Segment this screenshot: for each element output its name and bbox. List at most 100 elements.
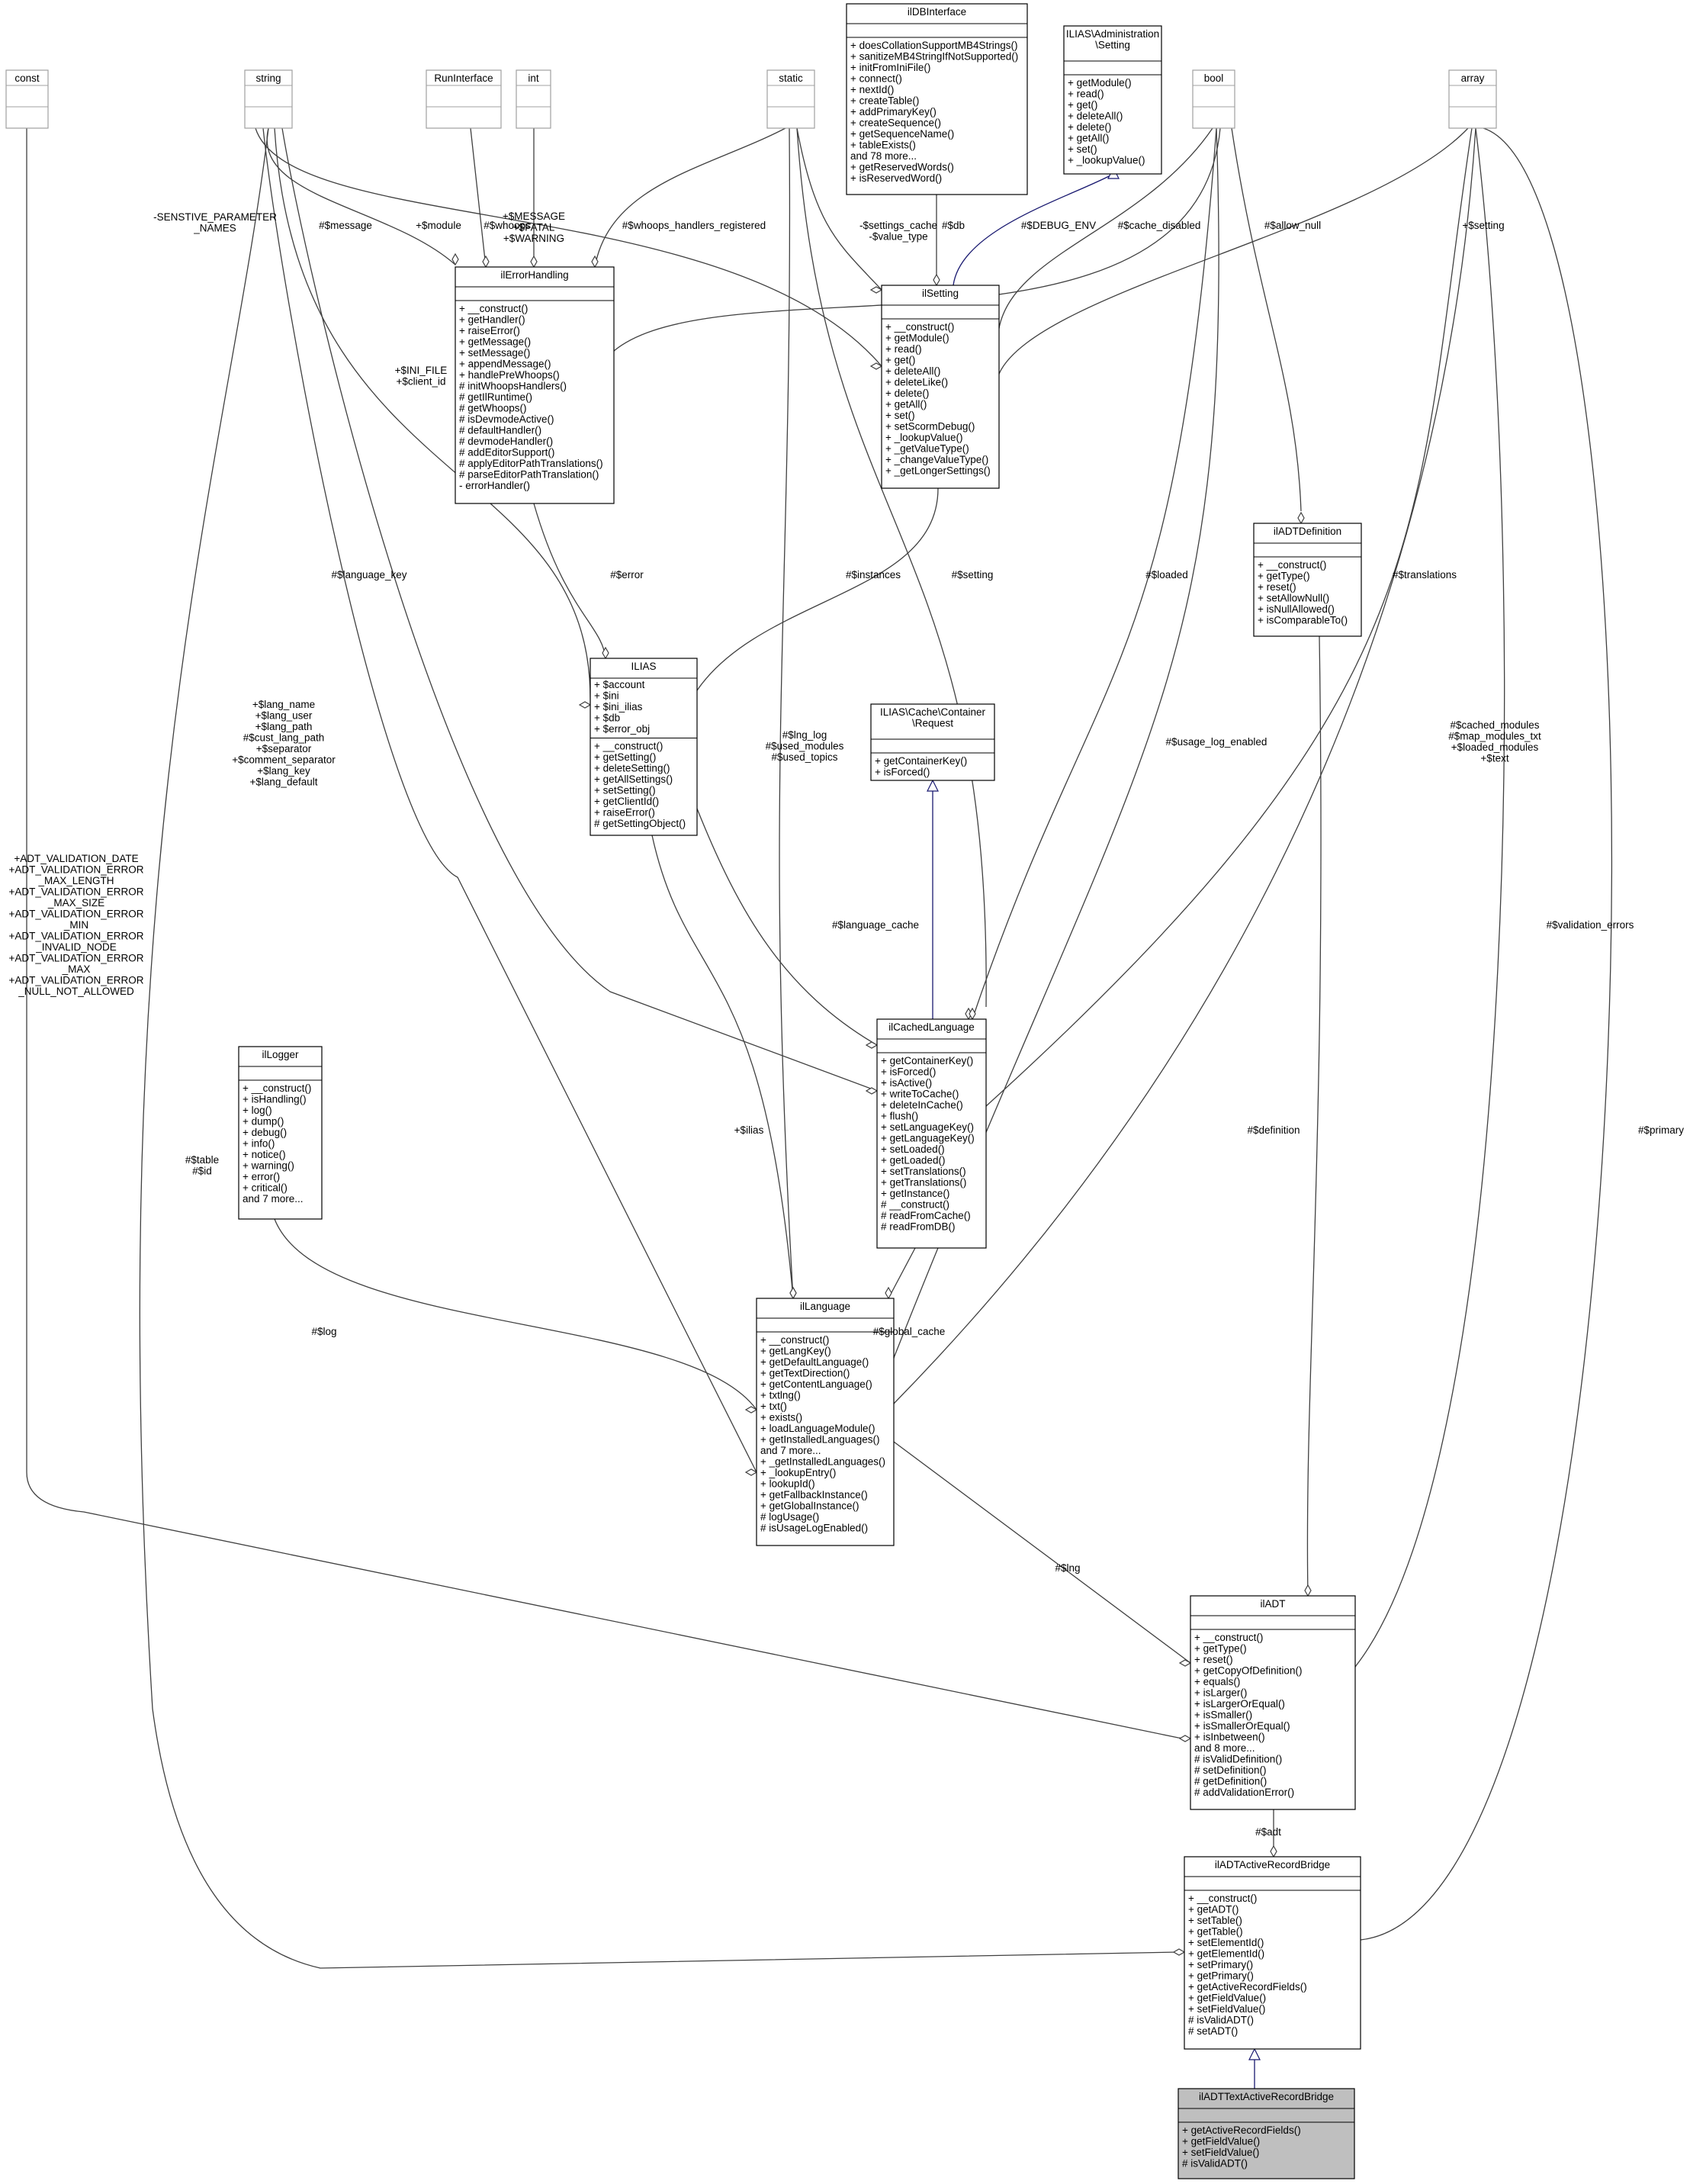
class-method: + getLangKey()	[760, 1346, 831, 1357]
class-method: + _getValueType()	[885, 443, 969, 455]
class-node-const[interactable]: const	[5, 69, 49, 129]
aggregation-diamond	[865, 1041, 879, 1049]
inheritance-arrow	[1248, 2047, 1261, 2060]
class-method: # getDefinition()	[1194, 1776, 1267, 1787]
edge-label-lng_log: #$used_modules	[766, 741, 844, 752]
class-method: + raiseError()	[459, 325, 520, 336]
class-node-iliascacherequest[interactable]: ILIAS\Cache\Container\Request+ getContai…	[870, 703, 995, 781]
class-name: RunInterface	[434, 72, 493, 84]
aggregation-diamond	[1270, 1845, 1277, 1858]
edge-label-adt: #$adt	[1255, 1826, 1281, 1838]
relation-edge	[274, 1218, 757, 1410]
class-method: + set()	[1068, 143, 1097, 155]
edge-label-fatal: +$MESSAGE	[503, 211, 565, 222]
aggregation-diamond	[869, 286, 883, 294]
class-node-int[interactable]: int	[516, 69, 551, 129]
class-node-array[interactable]: array	[1448, 69, 1497, 129]
class-node-iladt[interactable]: ilADT+ __construct()+ getType()+ reset()…	[1190, 1595, 1356, 1810]
class-method: + getLanguageKey()	[881, 1133, 975, 1144]
class-method: + getSequenceName()	[850, 128, 954, 140]
aggregation-diamond	[451, 252, 459, 266]
edge-label-validation_consts: _NULL_NOT_ALLOWED	[18, 986, 134, 997]
edge-label-validation_consts: _MAX_SIZE	[47, 897, 104, 909]
class-box	[1253, 523, 1362, 637]
relation-edge	[796, 127, 882, 291]
relation-edge	[893, 127, 1476, 1404]
edge-label-table_id: #$id	[192, 1166, 212, 1177]
class-method: + tableExists()	[850, 140, 916, 151]
class-method: + getContentLanguage()	[760, 1378, 872, 1390]
class-node-ilsetting[interactable]: ilSetting+ __construct()+ getModule()+ r…	[881, 285, 1000, 489]
class-node-static[interactable]: static	[766, 69, 815, 129]
class-method: + getActiveRecordFields()	[1182, 2124, 1301, 2136]
class-node-iladttextactiverecordbridge[interactable]: ilADTTextActiveRecordBridge + getActiveRe…	[1177, 2088, 1355, 2179]
edge-label-fatal: +$WARNING	[503, 233, 564, 244]
edge-label-db: #$db	[942, 220, 965, 231]
class-node-iladtactiverecordbridge[interactable]: ilADTActiveRecordBridge+ __construct()+ …	[1184, 1856, 1361, 2050]
class-name: \Setting	[1095, 40, 1130, 51]
class-box	[1192, 69, 1235, 129]
class-method: + reset()	[1194, 1654, 1233, 1665]
aggregation-diamond	[578, 701, 592, 709]
class-method: # setADT()	[1188, 2025, 1238, 2037]
class-node-bool[interactable]: bool	[1192, 69, 1235, 129]
relation-edge	[998, 127, 1213, 329]
class-method: # addValidationError()	[1194, 1787, 1294, 1798]
class-box	[238, 1046, 323, 1220]
class-method: + getType()	[1258, 571, 1310, 582]
class-method: + setLanguageKey()	[881, 1121, 974, 1133]
class-node-iladtdefinition[interactable]: ilADTDefinition+ __construct()+ getType(…	[1253, 523, 1362, 637]
class-method: + info()	[243, 1138, 275, 1150]
edge-label-language_cache: #$language_cache	[832, 919, 919, 931]
class-method: + txt()	[760, 1401, 787, 1412]
edge-label-instances: #$instances	[846, 569, 901, 581]
class-node-string[interactable]: string	[244, 69, 293, 129]
class-method: + getModule()	[1068, 77, 1132, 88]
class-method: and 7 more...	[760, 1445, 821, 1456]
aggregation-diamond	[1172, 1948, 1186, 1956]
class-node-illogger[interactable]: ilLogger+ __construct()+ isHandling()+ l…	[238, 1046, 323, 1220]
class-name: ilSetting	[922, 288, 959, 299]
class-node-iliasadminsetting[interactable]: ILIAS\Administration\Setting + getModule(…	[1063, 25, 1162, 175]
edge-label-validation_consts: _INVALID_NODE	[35, 941, 117, 953]
class-name: ILIAS\Administration	[1066, 28, 1159, 40]
class-node-ildbinterface[interactable]: ilDBInterface+ doesCollationSupportMB4St…	[846, 3, 1028, 195]
relation-edge	[998, 127, 1469, 375]
class-method: + getAll()	[885, 399, 927, 410]
class-node-illanguage[interactable]: ilLanguage+ __construct()+ getLangKey()+…	[756, 1298, 895, 1546]
inheritance-arrow	[927, 779, 939, 792]
class-method: + getClientId()	[594, 796, 659, 807]
class-method: + setFieldValue()	[1188, 2003, 1265, 2015]
class-name: ilADTActiveRecordBridge	[1215, 1859, 1330, 1870]
edge-label-cached_modules: +$loaded_modules	[1451, 741, 1539, 753]
class-name: static	[779, 72, 803, 84]
class-node-runinterface[interactable]: RunInterface	[426, 69, 502, 129]
class-box	[1184, 1856, 1361, 2050]
relation-edge	[1360, 127, 1612, 1941]
class-name: ilADTTextActiveRecordBridge	[1199, 2091, 1334, 2102]
edge-label-whoops: #$whoops	[484, 220, 531, 231]
class-box	[590, 658, 698, 836]
class-node-ilcachedlanguage[interactable]: ilCachedLanguage+ getContainerKey()+ isF…	[876, 1018, 987, 1249]
edge-label-global_cache: #$global_cache	[873, 1326, 946, 1337]
edge-label-definition: #$definition	[1247, 1124, 1300, 1136]
edge-label-validation_consts: +ADT_VALIDATION_DATE	[14, 853, 138, 864]
relation-edge	[262, 127, 757, 1473]
class-method: + getFallbackInstance()	[760, 1489, 868, 1500]
class-method: + __construct()	[1258, 559, 1326, 571]
class-node-ilias[interactable]: ILIAS+ $account+ $ini+ $ini_ilias+ $db+ …	[590, 658, 698, 836]
relation-edge	[1354, 127, 1505, 1668]
class-method: + setElementId()	[1188, 1937, 1264, 1948]
relation-edge	[594, 127, 786, 268]
class-method: + setTranslations()	[881, 1166, 966, 1177]
class-method: + deleteLike()	[885, 377, 948, 388]
edge-label-lang_fields: +$lang_user	[255, 710, 313, 722]
edge-label-usage_log: #$usage_log_enabled	[1166, 736, 1267, 748]
class-method: + handlePreWhoops()	[459, 369, 560, 381]
class-node-ilerrorhandling[interactable]: ilErrorHandling+ __construct()+ getHandl…	[455, 266, 615, 504]
edge-label-whoops_reg: #$whoops_handlers_registered	[622, 220, 766, 231]
class-method: + set()	[885, 410, 915, 421]
class-box	[846, 3, 1028, 195]
edge-label-message: #$message	[319, 220, 372, 231]
